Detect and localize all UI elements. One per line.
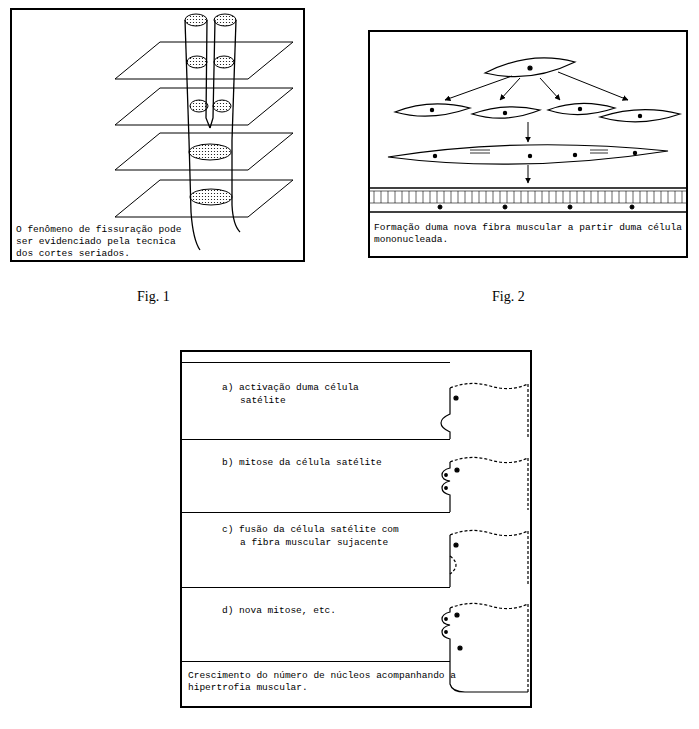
- myotube-part: [528, 154, 531, 157]
- division-arrows: [445, 72, 628, 183]
- fiber-cross-sections-part: [187, 56, 207, 68]
- figure-caption: O fenômeno de fissuração pode ser eviden…: [16, 224, 192, 260]
- striated-fiber-part: [438, 205, 442, 209]
- fiber-cross-sections-part: [190, 189, 232, 205]
- section-planes-part: [115, 180, 293, 217]
- figure-panel: O fenômeno de fissuração pode ser eviden…: [10, 8, 305, 262]
- fiber-cross-sections: [185, 14, 236, 205]
- fiber-cross-sections-part: [214, 14, 236, 26]
- fiber-cross-sections-part: [190, 100, 208, 112]
- split-fiber-part: [185, 20, 189, 140]
- fiber-segments-part: [527, 384, 528, 437]
- step-row: b) mitose da célula satélite: [182, 439, 450, 512]
- fiber-segments-part: [450, 383, 528, 388]
- myoblast-cells-part: [395, 104, 470, 116]
- striated-fiber-part: [374, 191, 682, 203]
- striated-fiber: [370, 188, 686, 212]
- fiber-cross-sections-part: [189, 144, 231, 160]
- section-planes-part: [115, 133, 293, 170]
- division-arrows-part: [528, 122, 529, 142]
- fiber-segments-part: [450, 457, 528, 462]
- figure-label: Fig. 1: [137, 289, 170, 305]
- section-planes-part: [115, 88, 293, 125]
- myotube-part: [590, 150, 608, 151]
- split-fiber: [185, 20, 240, 250]
- myotube-part: [470, 150, 490, 151]
- fiber-cross-sections-part: [185, 14, 207, 26]
- myotube: [388, 145, 668, 164]
- fiber-segments: [441, 383, 528, 692]
- myoblast-cells-part: [503, 111, 506, 114]
- striated-fiber-part: [630, 205, 634, 209]
- section-planes-part: [115, 42, 293, 79]
- myoblast-cells-part: [472, 107, 540, 118]
- division-arrows-part: [540, 78, 560, 100]
- division-arrows-part: [445, 76, 512, 100]
- fiber-segments-part: [450, 603, 528, 608]
- step-text: d) nova mitose, etc.: [222, 604, 410, 617]
- myotube-part: [590, 153, 608, 154]
- division-arrows-part: [528, 165, 529, 183]
- division-arrows-part: [500, 78, 520, 100]
- fiber-segments-part: [445, 474, 448, 477]
- fiber-cross-sections-part: [214, 56, 234, 68]
- mononucleate-cell-part: [528, 66, 532, 70]
- fiber-segments-part: [450, 530, 528, 535]
- fiber-segments-part: [442, 462, 450, 512]
- split-fiber-part: [210, 20, 215, 128]
- striated-fiber-part: [370, 211, 686, 213]
- myoblast-cells-part: [578, 107, 581, 110]
- myoblast-cells-part: [638, 114, 641, 117]
- figure-caption: Formação duma nova fibra muscular a part…: [374, 222, 686, 246]
- myotube-part: [633, 151, 636, 154]
- myotube-part: [433, 154, 436, 157]
- myoblast-cells: [395, 103, 680, 121]
- fiber-segments-part: [458, 646, 462, 650]
- step-row: a) activação duma célula satélite: [182, 362, 450, 439]
- fiber-segments-part: [454, 396, 458, 400]
- step-row: c) fusão da célula satélite com a fibra …: [182, 512, 450, 587]
- step-text: c) fusão da célula satélite com a fibra …: [222, 523, 410, 549]
- myotube-part: [388, 145, 668, 164]
- striated-fiber-part: [370, 187, 686, 189]
- figure-label: Fig. 2: [492, 289, 525, 305]
- striated-fiber-part: [568, 205, 572, 209]
- fiber-segments-part: [454, 543, 458, 547]
- step-text: a) activação duma célula satélite: [222, 381, 410, 407]
- striated-fiber-part: [503, 205, 507, 209]
- fiber-segments-part: [449, 535, 450, 587]
- split-fiber-part: [206, 20, 210, 128]
- myoblast-cells-part: [600, 110, 680, 122]
- fiber-segments-part: [441, 388, 450, 439]
- myoblast-cells-part: [430, 108, 433, 111]
- myoblast-cells-part: [548, 103, 615, 114]
- split-fiber-part: [232, 140, 240, 232]
- fiber-segments-part: [455, 613, 459, 617]
- fiber-segments-part: [445, 618, 448, 621]
- fiber-segments-part: [455, 468, 459, 472]
- fiber-segments-part: [445, 631, 448, 634]
- fiber-segments-part: [450, 556, 456, 574]
- split-fiber-part: [232, 20, 236, 140]
- step-row: d) nova mitose, etc.: [182, 587, 450, 662]
- section-planes: [115, 42, 293, 217]
- fiber-segments-part: [527, 604, 528, 692]
- figure-panel: Crescimento do número de núcleos acompan…: [180, 350, 532, 708]
- fiber-segments-part: [527, 531, 528, 585]
- figure-caption: Crescimento do número de núcleos acompan…: [188, 670, 524, 694]
- fiber-segments-part: [527, 458, 528, 510]
- myotube-part: [470, 153, 490, 154]
- myotube-part: [573, 153, 576, 156]
- step-text: b) mitose da célula satélite: [222, 456, 410, 469]
- division-arrows-part: [558, 72, 628, 100]
- fiber-segments-part: [445, 487, 448, 490]
- figure-panel: Formação duma nova fibra muscular a part…: [368, 30, 688, 258]
- fiber-cross-sections-part: [213, 100, 231, 112]
